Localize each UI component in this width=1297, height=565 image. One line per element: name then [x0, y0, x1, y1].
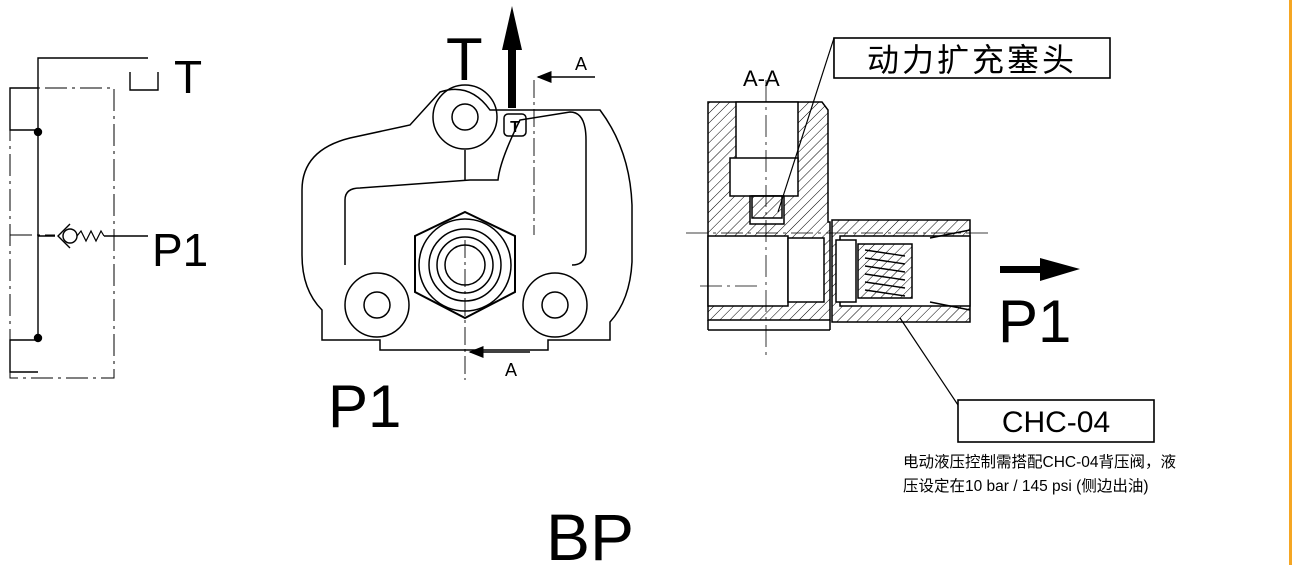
note-line-2: 压设定在10 bar / 145 psi (侧边出油) — [903, 478, 1149, 495]
mount-hole-left-bore — [363, 291, 391, 319]
front-view — [301, 71, 633, 380]
inner-groove — [344, 111, 587, 266]
plug-callout-text: 动力扩充塞头 — [867, 42, 1077, 78]
tank-symbol — [129, 72, 159, 91]
loop-bottom — [9, 339, 38, 373]
tank-port-boss — [432, 84, 498, 150]
mount-hole-left — [344, 272, 410, 338]
outlet-flow-arrow — [1000, 258, 1080, 281]
plug-callout-box — [833, 37, 1111, 79]
plug-insert — [751, 195, 783, 219]
hex-fitting — [414, 210, 516, 320]
valve-callout-box — [957, 399, 1155, 443]
junction-dot — [33, 333, 43, 343]
check-ball — [62, 228, 78, 244]
section-mark-top: A — [575, 54, 587, 74]
schematic-tank-label: T — [174, 51, 202, 103]
section-mark-bottom: A — [505, 360, 517, 380]
front-t-stamp: T — [510, 119, 520, 136]
section-view — [686, 80, 990, 360]
schematic-p1-label: P1 — [152, 224, 208, 276]
mount-hole-right-bore — [541, 291, 569, 319]
check-seat — [57, 223, 71, 249]
section-title: A-A — [743, 66, 780, 91]
edge-accent-bar — [1289, 0, 1292, 565]
tank-port-bore — [451, 103, 479, 131]
outlet-p1-label: P1 — [998, 288, 1071, 355]
loop-top — [9, 87, 38, 131]
body-outline — [301, 88, 633, 351]
junction-dot — [33, 127, 43, 137]
tank-flow-arrow — [502, 6, 522, 108]
check-spring — [76, 229, 105, 243]
fitting-spring — [864, 249, 906, 297]
model-code: BP — [546, 500, 634, 565]
t-stamp-box — [503, 113, 527, 137]
tank-line — [37, 57, 148, 340]
note-line-1: 电动液压控制需搭配CHC-04背压阀，液 — [903, 454, 1176, 471]
hydraulic-schematic — [9, 57, 159, 379]
front-p1-label: P1 — [328, 373, 401, 440]
valve-callout-text: CHC-04 — [1002, 406, 1110, 439]
front-tank-label: T — [446, 26, 483, 93]
schematic-frame — [9, 87, 115, 379]
mount-hole-right — [522, 272, 588, 338]
